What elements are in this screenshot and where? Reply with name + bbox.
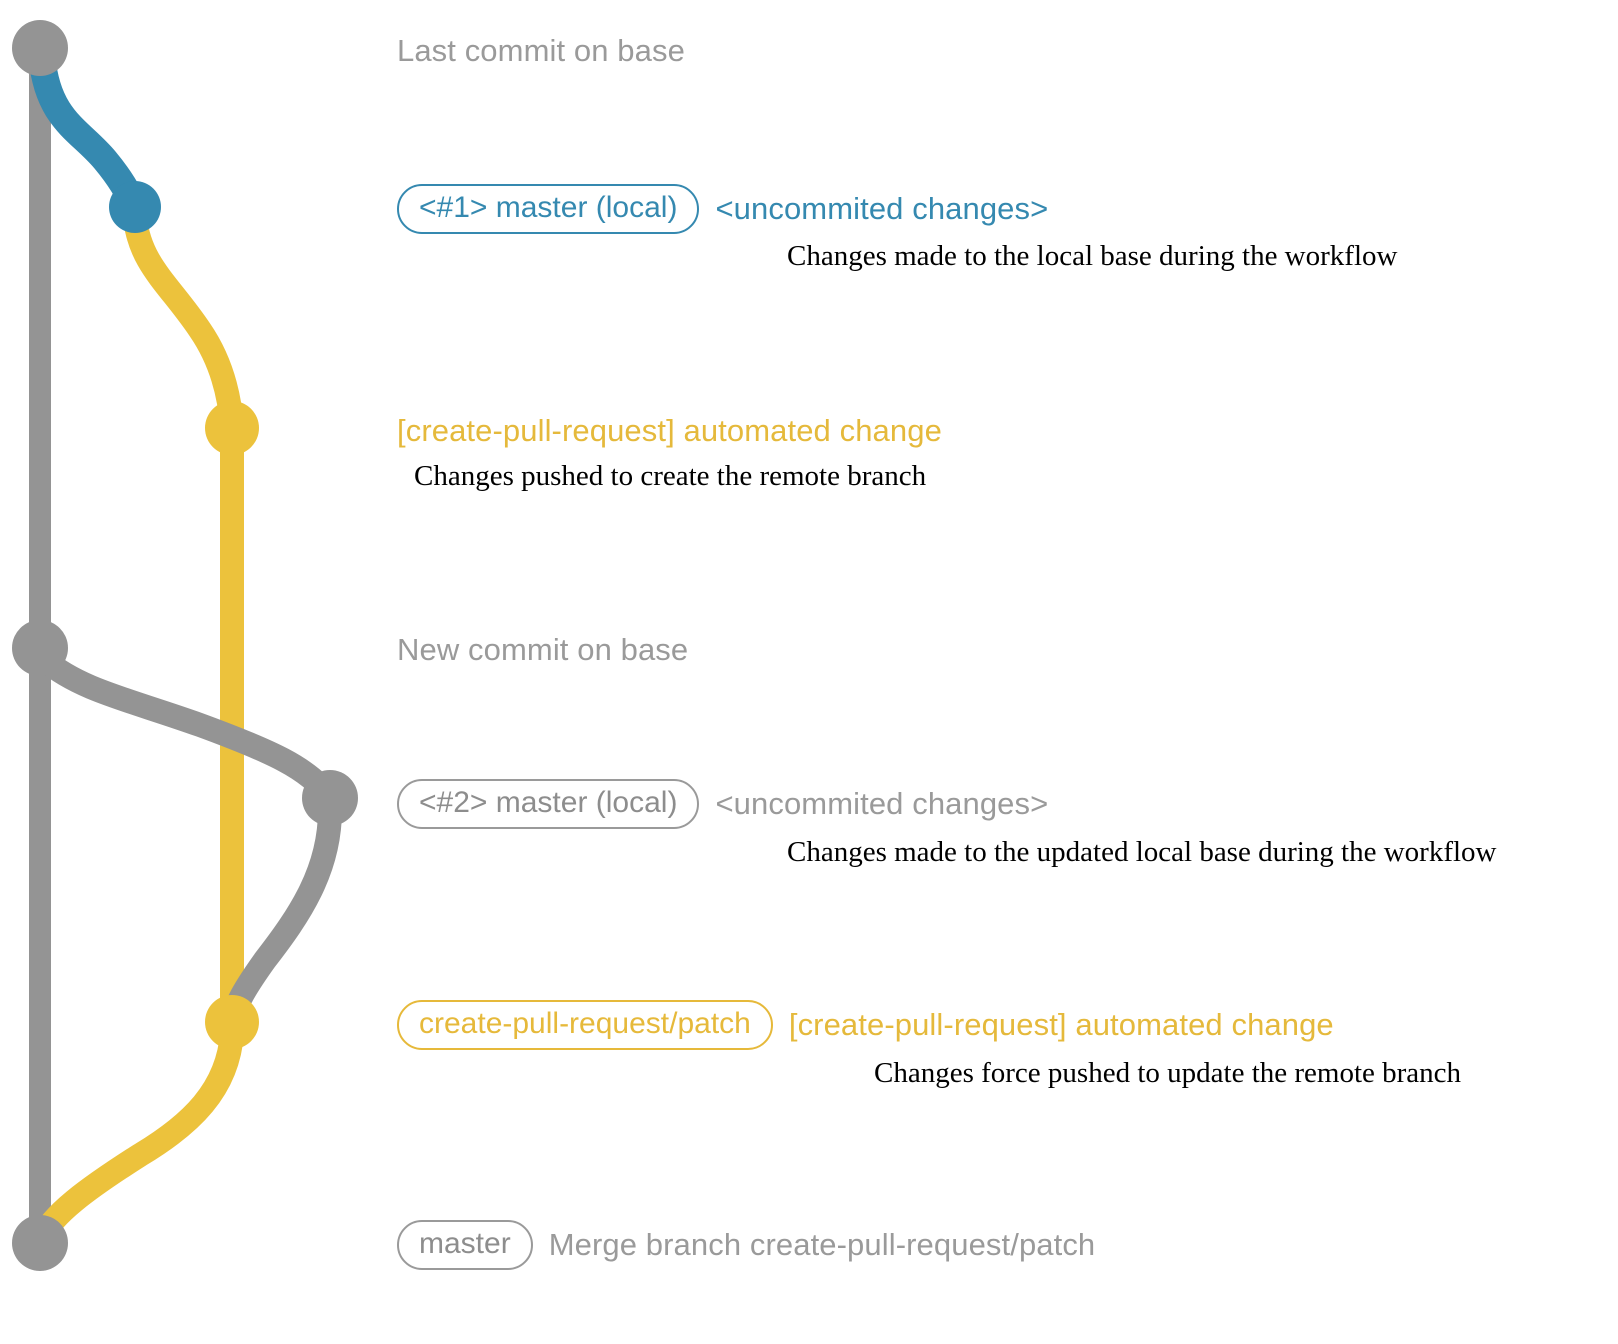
edge-basenew-to-local2	[33, 648, 342, 810]
badge-create-pull-request-patch[interactable]: create-pull-request/patch	[397, 1000, 773, 1050]
note-master-local-2: Changes made to the updated local base d…	[787, 836, 1497, 868]
row-message-master-local-2: <uncommited changes>	[715, 786, 1049, 821]
row-message-automated-change-1: [create-pull-request] automated change	[397, 413, 942, 448]
new-commit-on-base-node[interactable]	[12, 620, 68, 676]
last-commit-on-base-node[interactable]	[12, 20, 68, 76]
badge-master[interactable]: master	[397, 1220, 533, 1270]
row-master-local-1: <#1> master (local) <uncommited changes>	[397, 184, 1048, 234]
note-master-local-1: Changes made to the local base during th…	[787, 240, 1398, 272]
row-merge-commit: master Merge branch create-pull-request/…	[397, 1220, 1095, 1270]
row-message-last-commit-on-base: Last commit on base	[397, 33, 685, 68]
row-message-automated-change-2: [create-pull-request] automated change	[788, 1007, 1334, 1042]
badge-master-local-1[interactable]: <#1> master (local)	[397, 184, 700, 234]
row-master-local-2: <#2> master (local) <uncommited changes>	[397, 779, 1048, 829]
edge-local1-to-patch1	[123, 206, 244, 440]
row-message-master-local-1: <uncommited changes>	[715, 191, 1049, 226]
row-automated-change-1: [create-pull-request] automated change	[397, 413, 942, 449]
master-local-1-node[interactable]	[109, 181, 161, 233]
automated-change-1-node[interactable]	[205, 401, 259, 455]
badge-master-local-2[interactable]: <#2> master (local)	[397, 779, 700, 829]
row-new-commit-on-base: New commit on base	[397, 632, 688, 668]
master-local-2-node[interactable]	[302, 770, 358, 826]
row-message-new-commit-on-base: New commit on base	[397, 632, 689, 667]
row-message-merge-commit: Merge branch create-pull-request/patch	[548, 1227, 1096, 1262]
automated-change-2-node[interactable]	[205, 995, 259, 1049]
note-automated-change-1: Changes pushed to create the remote bran…	[414, 460, 927, 492]
row-automated-change-2: create-pull-request/patch [create-pull-r…	[397, 1000, 1334, 1050]
merge-commit-node[interactable]	[12, 1215, 68, 1271]
note-automated-change-2: Changes force pushed to update the remot…	[874, 1057, 1462, 1089]
row-last-commit-on-base: Last commit on base	[397, 33, 685, 69]
edge-patch2-to-merge	[30, 1021, 244, 1250]
